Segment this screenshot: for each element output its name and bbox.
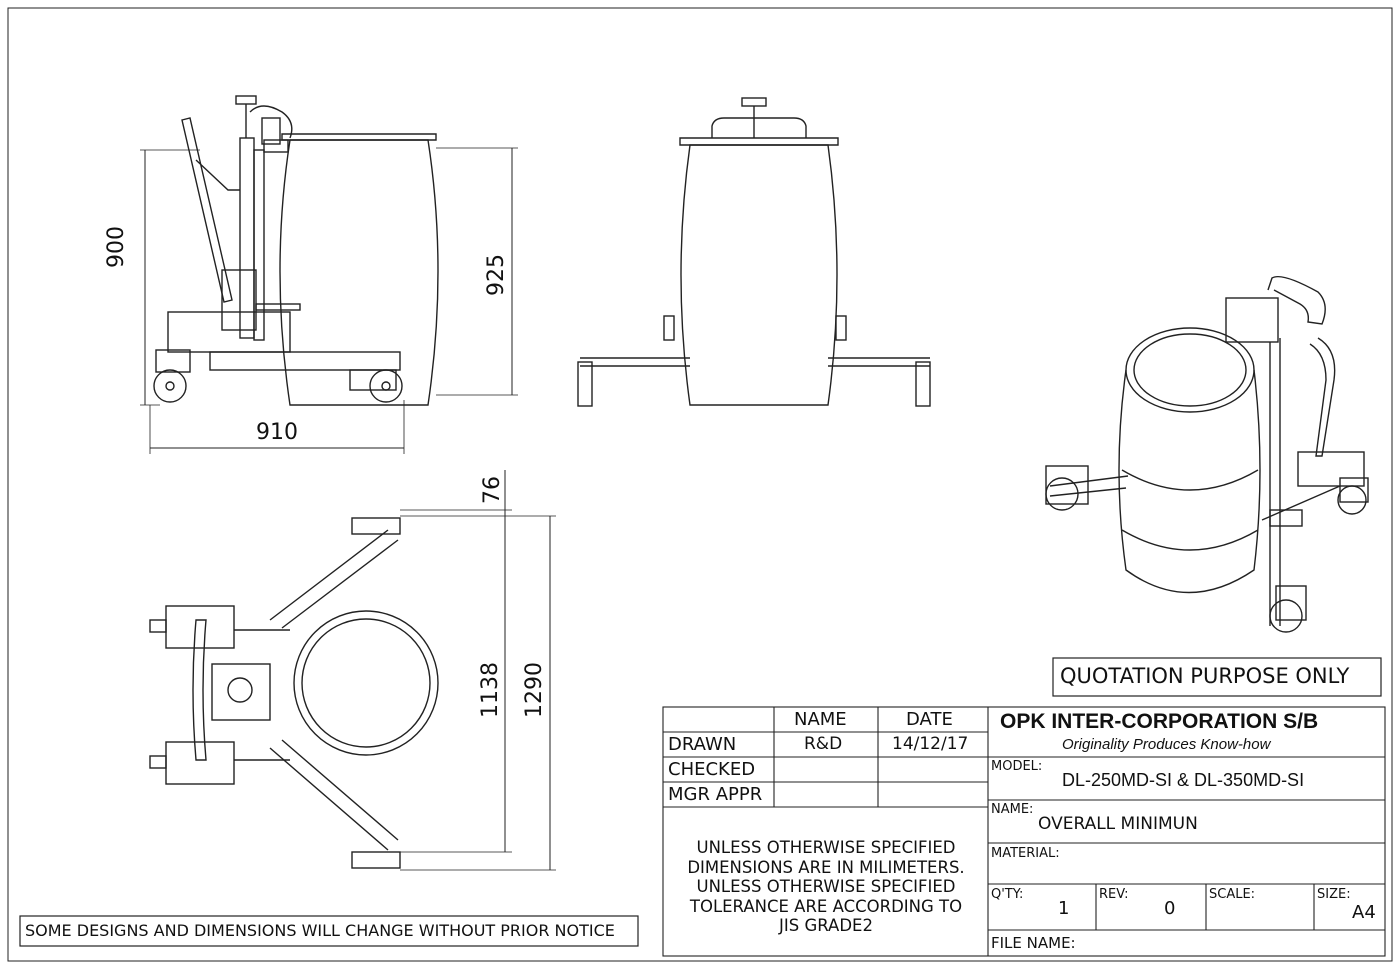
- front-view: [577, 97, 931, 407]
- tolerance-line: UNLESS OTHERWISE SPECIFIED: [696, 877, 956, 896]
- notice-box: [19, 915, 639, 947]
- tolerance-line: TOLERANCE ARE ACCORDING TO: [689, 896, 963, 916]
- material-label: MATERIAL:: [991, 846, 1060, 861]
- rev-label: REV:: [1099, 887, 1129, 902]
- row-checked-label: CHECKED: [668, 759, 756, 780]
- scale-label: SCALE:: [1209, 887, 1256, 902]
- dimension-top-offset: 76: [480, 476, 505, 504]
- sheet-border: [7, 7, 1393, 962]
- row-drawn-name: R&D: [804, 734, 843, 754]
- tolerance-line: JIS GRADE2: [779, 916, 873, 935]
- dimension-drum-height: 925: [484, 254, 509, 296]
- dimension-top-inner: 1138: [478, 662, 503, 718]
- size-value: A4: [1352, 902, 1376, 923]
- name-label: NAME:: [991, 802, 1034, 817]
- tolerance-note: UNLESS OTHERWISE SPECIFIED DIMENSIONS AR…: [664, 838, 988, 936]
- isometric-view: [1045, 275, 1369, 633]
- row-drawn-date: 14/12/17: [892, 734, 969, 754]
- size-label: SIZE:: [1317, 887, 1351, 902]
- dimension-top-overall: 1290: [522, 662, 547, 718]
- name-value: OVERALL MINIMUN: [1038, 814, 1198, 834]
- row-drawn-label: DRAWN: [668, 734, 737, 755]
- company-slogan: Originality Produces Know-how: [1062, 736, 1271, 753]
- file-name-label: FILE NAME:: [991, 934, 1076, 952]
- side-view: [140, 95, 518, 454]
- quotation-box: [1052, 657, 1382, 697]
- dimension-side-length: 910: [256, 420, 298, 445]
- dimension-side-height: 900: [104, 226, 129, 268]
- tolerance-line: DIMENSIONS ARE IN MILIMETERS.: [687, 857, 965, 877]
- model-value: DL-250MD-SI & DL-350MD-SI: [1062, 770, 1305, 790]
- row-mgr-appr-label: MGR APPR: [668, 784, 763, 805]
- model-label: MODEL:: [991, 759, 1043, 774]
- title-block-grid: [662, 706, 1386, 957]
- qty-label: Q'TY:: [991, 887, 1024, 902]
- header-name: NAME: [794, 709, 847, 730]
- company-name: OPK INTER-CORPORATION S/B: [1000, 710, 1319, 733]
- rev-value: 0: [1164, 898, 1176, 919]
- quotation-note: QUOTATION PURPOSE ONLY: [1060, 664, 1350, 688]
- top-view: [149, 470, 556, 871]
- header-date: DATE: [906, 709, 953, 730]
- qty-value: 1: [1058, 898, 1070, 919]
- tolerance-line: UNLESS OTHERWISE SPECIFIED: [696, 838, 956, 857]
- change-notice: SOME DESIGNS AND DIMENSIONS WILL CHANGE …: [25, 921, 615, 940]
